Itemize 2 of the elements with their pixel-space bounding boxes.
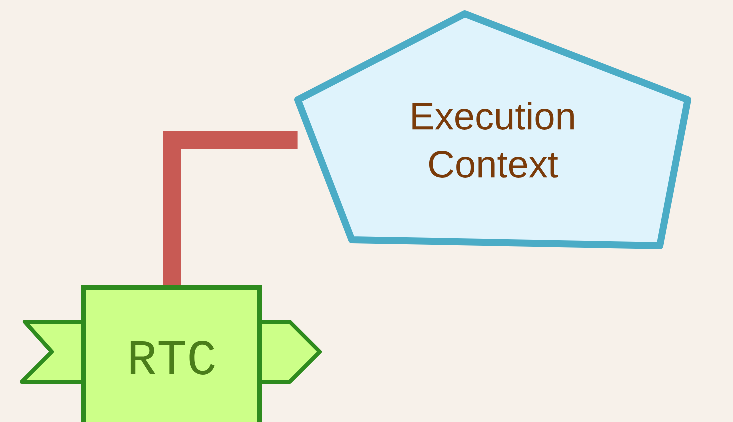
connector-line xyxy=(163,131,298,286)
component-drawing: RTC xyxy=(20,286,322,422)
